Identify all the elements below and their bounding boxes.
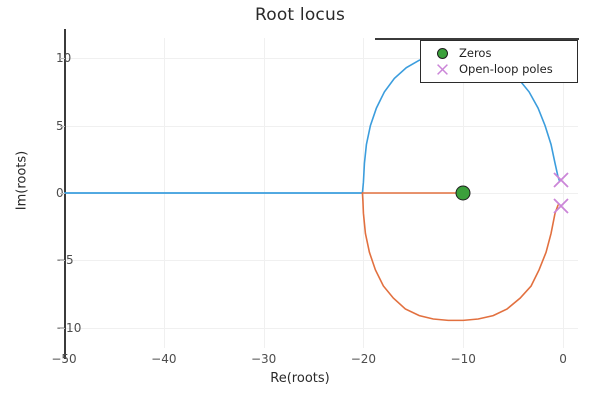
y-tick-mark bbox=[60, 260, 65, 262]
circle-icon bbox=[427, 47, 457, 59]
locus-curves bbox=[64, 52, 561, 322]
y-tick-mark bbox=[60, 125, 65, 127]
x-tick-label: −40 bbox=[151, 352, 177, 366]
axis-vertical-spine bbox=[64, 29, 66, 359]
y-axis-label: Im(roots) bbox=[14, 150, 30, 211]
legend-label-zeros: Zeros bbox=[459, 46, 492, 60]
y-tick-label: 0 bbox=[56, 186, 64, 200]
plot-area bbox=[64, 29, 579, 359]
x-tick-label: 0 bbox=[559, 352, 567, 366]
gridline-horizontal bbox=[64, 260, 578, 262]
axis-horizontal-spine bbox=[375, 38, 579, 40]
y-tick-mark bbox=[60, 193, 65, 194]
open-loop-pole-marker bbox=[550, 195, 572, 217]
locus-branch bbox=[361, 192, 559, 322]
legend-item-open-loop-poles: Open-loop poles bbox=[427, 61, 571, 77]
zero-marker bbox=[455, 185, 471, 201]
legend-label-open-loop-poles: Open-loop poles bbox=[459, 62, 553, 76]
gridline-horizontal bbox=[64, 58, 578, 60]
y-tick-label: 5 bbox=[56, 119, 64, 133]
open-loop-pole-marker bbox=[550, 169, 572, 191]
x-tick-label: −20 bbox=[350, 352, 377, 366]
x-marker-icon bbox=[427, 62, 457, 77]
y-tick-label: −10 bbox=[56, 320, 82, 335]
page-title: Root locus bbox=[254, 5, 346, 25]
x-tick-label: −50 bbox=[51, 352, 77, 366]
gridline-horizontal bbox=[64, 125, 578, 127]
x-tick-label: −10 bbox=[450, 352, 476, 366]
chart-legend: Zeros Open-loop poles bbox=[420, 40, 578, 83]
x-tick-label: −30 bbox=[250, 352, 277, 366]
gridline-horizontal bbox=[64, 327, 578, 329]
y-tick-mark bbox=[60, 58, 65, 60]
x-axis-label: Re(roots) bbox=[270, 371, 330, 386]
legend-item-zeros: Zeros bbox=[427, 45, 571, 61]
y-tick-mark bbox=[60, 327, 65, 329]
